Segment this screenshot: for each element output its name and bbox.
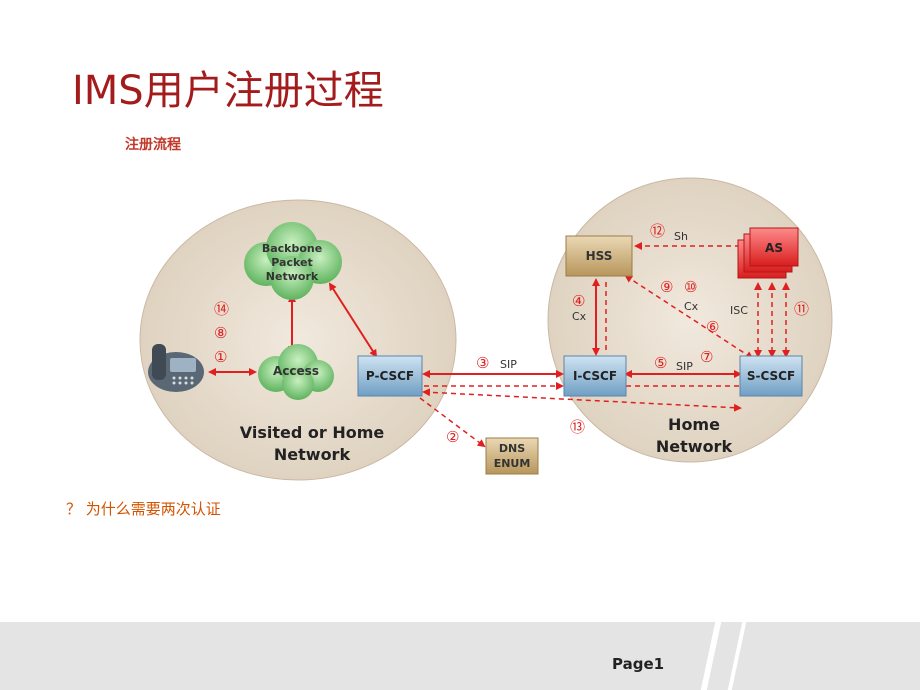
step-7: ⑦ xyxy=(700,348,713,366)
step-5: ⑤ xyxy=(654,354,667,372)
visited-network-label-2: Network xyxy=(274,445,351,464)
backbone-label-1: Backbone xyxy=(262,242,322,255)
sh-label: Sh xyxy=(674,230,688,243)
as-label: AS xyxy=(765,241,783,255)
page-number: Page1 xyxy=(612,655,665,673)
step-8: ⑧ xyxy=(214,324,227,342)
scscf-label: S-CSCF xyxy=(747,369,795,383)
step-12: ⑫ xyxy=(650,222,665,240)
as-node: AS xyxy=(737,227,799,279)
ims-registration-diagram: Backbone Packet Network Access P-CSCF I-… xyxy=(139,177,833,481)
pcscf-label: P-CSCF xyxy=(366,369,414,383)
page-title: IMS用户注册过程 xyxy=(72,68,384,114)
footer-bar xyxy=(0,622,920,690)
pcscf-node: P-CSCF xyxy=(357,355,423,397)
step-13: ⑬ xyxy=(570,418,585,436)
visited-network-oval xyxy=(139,199,457,481)
dns-label-1: DNS xyxy=(499,442,525,455)
step-4: ④ xyxy=(572,292,585,310)
phone-icon xyxy=(148,344,204,392)
step-10: ⑩ xyxy=(684,278,697,296)
home-network-label-1: Home xyxy=(668,415,720,434)
cx-label-2: Cx xyxy=(684,300,699,313)
dns-node: DNS ENUM xyxy=(485,437,539,475)
cx-label-1: Cx xyxy=(572,310,587,323)
link-backbone-pcscf xyxy=(328,282,378,358)
hss-label: HSS xyxy=(586,249,613,263)
sip-label-1: SIP xyxy=(500,358,517,371)
step-2: ② xyxy=(446,428,459,446)
diagram-subtitle: 注册流程 xyxy=(125,137,181,153)
icscf-node: I-CSCF xyxy=(563,355,627,397)
icscf-label: I-CSCF xyxy=(573,369,617,383)
link-pcscf-scscf-dashed xyxy=(422,388,742,412)
sip-label-2: SIP xyxy=(676,360,693,373)
question-text: ？ 为什么需要两次认证 xyxy=(66,500,221,518)
hss-node: HSS xyxy=(565,235,633,277)
link-hss-scscf-dashed xyxy=(624,274,754,360)
link-pcscf-dns-dashed xyxy=(419,397,486,448)
step-14: ⑭ xyxy=(214,300,229,318)
isc-label: ISC xyxy=(730,304,748,317)
dns-label-2: ENUM xyxy=(494,457,531,470)
step-6: ⑥ xyxy=(706,318,719,336)
visited-network-label-1: Visited or Home xyxy=(240,423,385,442)
step-1: ① xyxy=(214,348,227,366)
backbone-cloud: Backbone Packet Network xyxy=(244,222,342,300)
backbone-label-2: Packet xyxy=(271,256,312,269)
step-3: ③ xyxy=(476,354,489,372)
backbone-label-3: Network xyxy=(266,270,319,283)
scscf-node: S-CSCF xyxy=(739,355,803,397)
access-label: Access xyxy=(273,364,319,378)
step-11: ⑪ xyxy=(794,300,809,318)
step-9: ⑨ xyxy=(660,278,673,296)
access-cloud: Access xyxy=(258,344,334,400)
home-network-label-2: Network xyxy=(656,437,733,456)
